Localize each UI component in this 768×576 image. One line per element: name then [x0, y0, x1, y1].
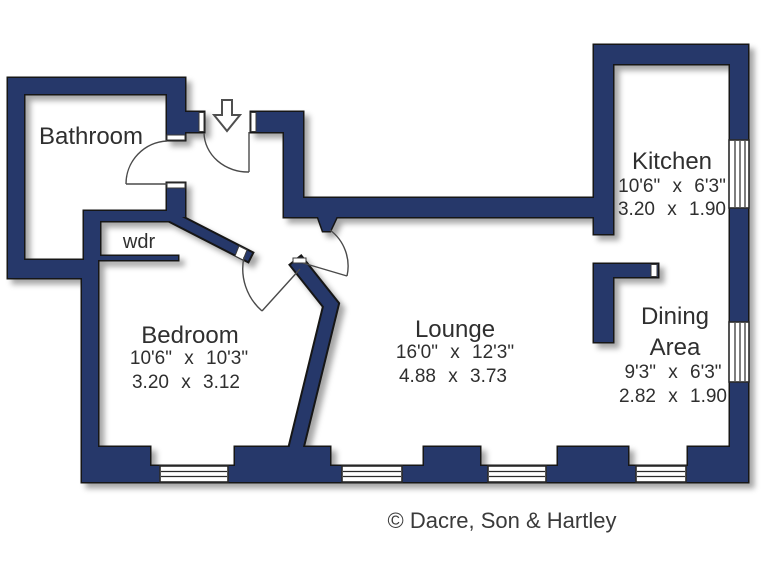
divider-top-jamb	[292, 257, 307, 264]
room-dims-imperial-kitchen: 10'6" x 6'3"	[618, 176, 726, 197]
kitchen-stub-jamb	[650, 264, 658, 277]
walls	[6, 43, 750, 484]
room-label-bedroom: Bedroom	[141, 322, 238, 349]
bathroom-door-bottom-jamb	[166, 182, 186, 189]
dining-bottom-window	[635, 465, 687, 483]
room-dims-metric-bedroom: 3.20 x 3.12	[132, 372, 240, 393]
door-jambs	[166, 112, 658, 277]
lounge-door	[302, 229, 349, 277]
room-dims-imperial-dining: 9'3" x 6'3"	[624, 362, 721, 383]
room-dims-metric-lounge: 4.88 x 3.73	[399, 366, 507, 387]
entrance-arrow-icon	[211, 99, 243, 133]
room-label-bathroom: Bathroom	[39, 123, 143, 150]
bathroom-door-top-jamb	[166, 134, 186, 141]
room-dims-metric-kitchen: 3.20 x 1.90	[618, 199, 726, 220]
bathroom-door	[125, 140, 168, 185]
room-dims-metric-dining: 2.82 x 1.90	[619, 386, 727, 407]
entrance-left-jamb	[198, 112, 205, 132]
lounge-bottom-window-2	[487, 465, 547, 483]
bedroom-door	[242, 256, 301, 312]
bedroom-bottom-window	[159, 465, 229, 483]
copyright-notice: © Dacre, Son & Hartley	[388, 508, 617, 533]
kitchen-window	[728, 139, 750, 209]
entrance-door	[203, 132, 250, 173]
windows	[159, 139, 750, 483]
entrance-right-jamb	[250, 112, 257, 132]
dining-window	[728, 321, 750, 383]
room-labels: Bathroom wdr Kitchen 10'6" x 6'3" 3.20 x…	[39, 123, 727, 407]
room-dims-imperial-lounge: 16'0" x 12'3"	[396, 342, 514, 363]
room-dims-imperial-bedroom: 10'6" x 10'3"	[130, 348, 248, 369]
room-label-lounge: Lounge	[415, 316, 495, 343]
room-label-kitchen: Kitchen	[632, 148, 712, 175]
room-label-dining-line2: Area	[650, 334, 701, 361]
room-label-dining-line1: Dining	[641, 303, 709, 330]
room-label-wardrobe: wdr	[122, 231, 156, 253]
lounge-bottom-window-1	[341, 465, 403, 483]
doors	[125, 132, 349, 312]
